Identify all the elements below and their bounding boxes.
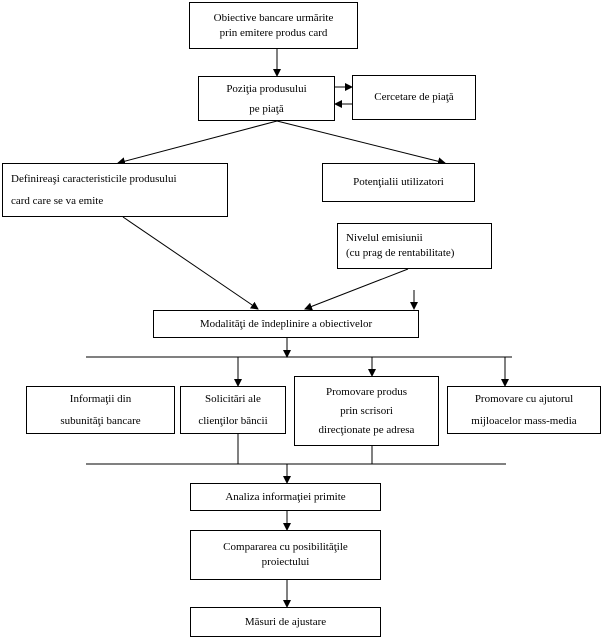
node-adjustments: Măsuri de ajustare: [190, 607, 381, 637]
node-text: Promovare cu ajutorul: [474, 393, 574, 405]
node-text: prin emitere produs card: [219, 26, 328, 39]
node-text: prin scrisori: [340, 404, 393, 417]
node-text: Compararea cu posibilităţile: [223, 541, 348, 553]
node-text: Informaţii din: [69, 393, 132, 405]
node-branch-info: Informaţii din subunităţi bancare: [26, 386, 175, 434]
node-product-position: Poziţia produsului pe piaţă: [198, 76, 335, 121]
node-text: Nivelul emisiunii: [346, 232, 423, 244]
node-analysis: Analiza informaţiei primite: [190, 483, 381, 511]
node-market-research: Cercetare de piaţă: [352, 75, 476, 120]
node-text: Solicitări ale: [205, 393, 261, 405]
node-objectives: Obiective bancare urmărite prin emitere …: [189, 2, 358, 49]
node-text: subunităţi bancare: [60, 415, 141, 427]
arrow-position-to-define: [117, 120, 278, 166]
arrow-position-to-users: [276, 120, 446, 166]
node-text: Modalităţi de îndeplinire a obiectivelor: [199, 317, 373, 330]
node-text: mijloacelor mass-media: [471, 415, 577, 427]
node-text: card care se va emite: [11, 195, 104, 207]
node-media-promotion: Promovare cu ajutorul mijloacelor mass-m…: [447, 386, 601, 434]
arrow-define-to-methods: [122, 216, 259, 310]
node-text: Analiza informaţiei primite: [225, 490, 346, 503]
node-text: Obiective bancare urmărite: [213, 11, 334, 24]
node-define-features: Definireaşi caracteristicile produsului …: [2, 163, 228, 217]
node-text: Potenţialii utilizatori: [353, 176, 444, 188]
node-text: Promovare produs: [326, 385, 407, 398]
arrow-emission-to-methods: [304, 268, 409, 311]
node-text: direcţionate pe adresa: [318, 423, 415, 436]
node-text: (cu prag de rentabilitate): [346, 247, 455, 259]
node-fulfillment-methods: Modalităţi de îndeplinire a obiectivelor: [153, 310, 419, 338]
node-text: Poziţia produsului: [226, 82, 307, 95]
node-client-requests: Solicitări ale clienţilor băncii: [180, 386, 286, 434]
node-text: pe piaţă: [249, 102, 284, 115]
node-text: Cercetare de piaţă: [374, 91, 454, 103]
node-mail-promotion: Promovare produs prin scrisori direcţion…: [294, 376, 439, 446]
node-comparison: Compararea cu posibilităţile proiectului: [190, 530, 381, 580]
node-text: clienţilor băncii: [198, 415, 268, 427]
node-emission-level: Nivelul emisiunii (cu prag de rentabilit…: [337, 223, 492, 269]
node-text: Măsuri de ajustare: [244, 615, 327, 628]
node-potential-users: Potenţialii utilizatori: [322, 163, 475, 202]
node-text: Definireaşi caracteristicile produsului: [11, 173, 177, 185]
node-text: proiectului: [261, 556, 310, 568]
